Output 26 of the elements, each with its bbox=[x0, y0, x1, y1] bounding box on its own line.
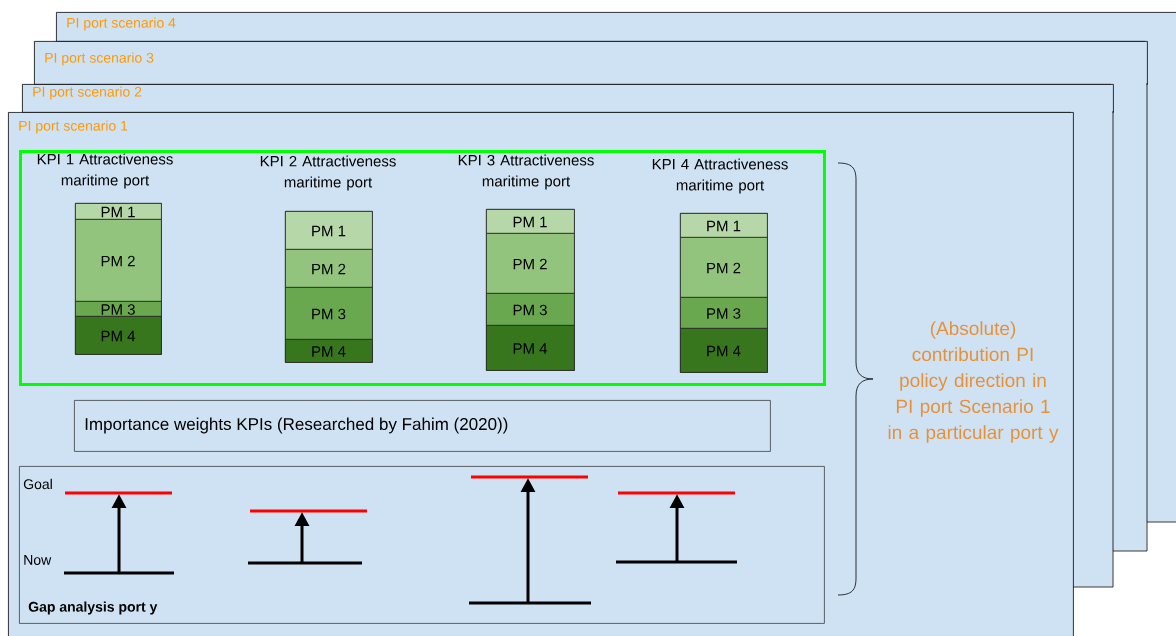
node-label: KPI 1 Attractiveness maritime port bbox=[37, 153, 173, 189]
bar-segment: PM 2 bbox=[680, 237, 768, 298]
bar-segment: PM 3 bbox=[285, 287, 373, 340]
bar-segment: PM 1 bbox=[486, 209, 575, 234]
bar-segment: PM 4 bbox=[486, 325, 575, 371]
bar-segment: PM 1 bbox=[285, 211, 373, 250]
bar-segment: PM 3 bbox=[75, 301, 162, 317]
axis-label: Goal bbox=[23, 478, 52, 490]
bar-segment: PM 3 bbox=[680, 297, 768, 329]
text-box: Importance weights KPIs (Researched by Fahim (2020)) bbox=[74, 400, 771, 452]
node-label: KPI 4 Attractiveness maritime port bbox=[652, 158, 788, 194]
bar-segment: PM 2 bbox=[75, 219, 162, 302]
bar-segment: PM 2 bbox=[486, 233, 575, 294]
bar-segment: PM 4 bbox=[285, 339, 373, 363]
axis-label: Now bbox=[24, 555, 52, 565]
bar-segment: PM 3 bbox=[486, 293, 575, 326]
bar-segment: PM 4 bbox=[680, 328, 768, 373]
bar-segment: PM 4 bbox=[75, 316, 162, 355]
bar-segment: PM 1 bbox=[75, 203, 162, 220]
bar-segment: PM 2 bbox=[285, 249, 373, 288]
scenario-panel: PI port scenario 2 bbox=[22, 84, 1114, 113]
node-label: KPI 3 Attractiveness maritime port bbox=[458, 154, 594, 190]
node-label: KPI 2 Attractiveness maritime port bbox=[260, 155, 396, 191]
bar-segment: PM 1 bbox=[680, 213, 768, 238]
annotation-text: (Absolute) contribution PI policy direction in PI port Scenario 1 in a particular port y bbox=[888, 321, 1059, 443]
group-frame bbox=[19, 150, 826, 386]
